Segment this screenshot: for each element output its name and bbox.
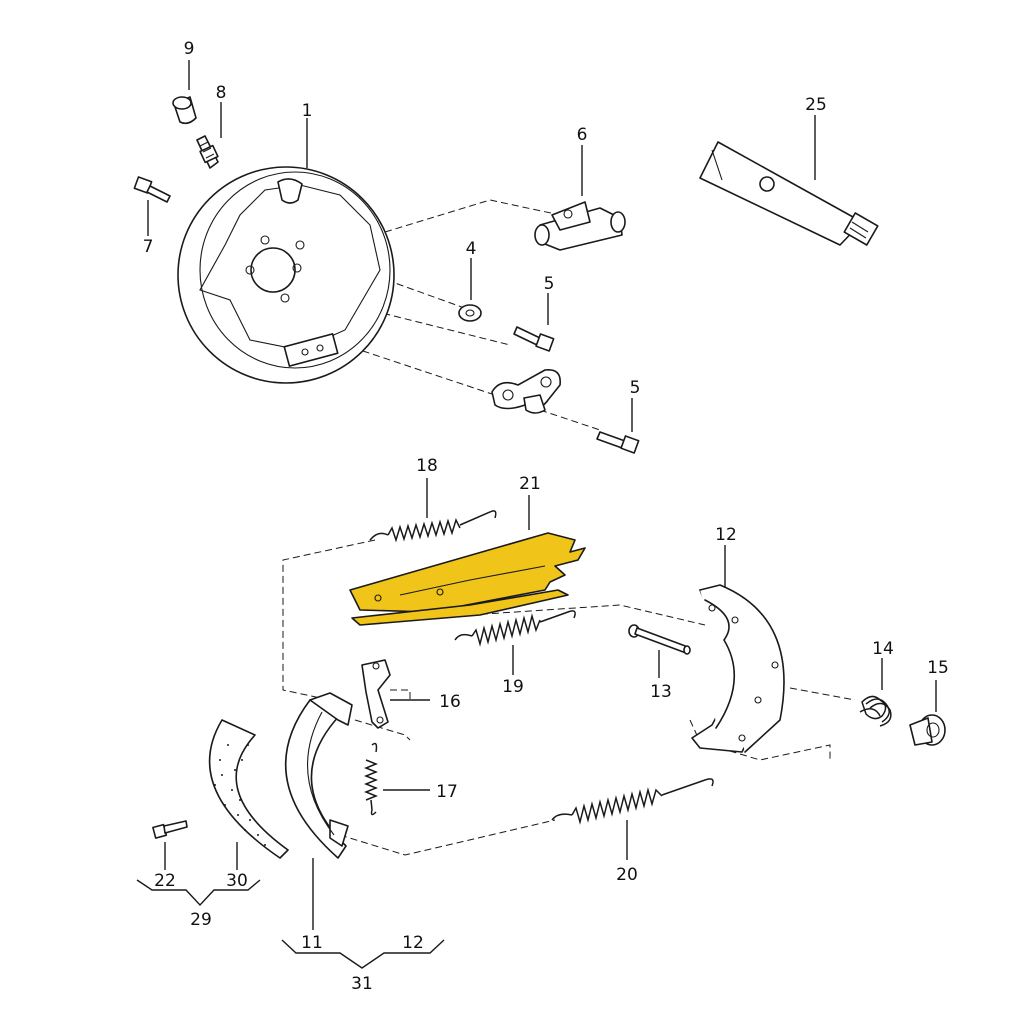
callout-29: 29 [190, 910, 212, 930]
callout-4: 4 [466, 239, 477, 259]
callout-14: 14 [872, 639, 894, 659]
callout-21: 21 [519, 474, 541, 494]
bleeder-cap [172, 96, 197, 125]
wheel-cylinder [534, 201, 626, 251]
parking-brake-lever [349, 532, 586, 626]
callout-12-bottom: 12 [402, 933, 424, 953]
callout-6: 6 [577, 125, 588, 145]
callout-17: 17 [436, 782, 458, 802]
spring-cap [909, 714, 946, 746]
bolt-5-lower [596, 431, 640, 454]
bolt-5-upper [513, 326, 555, 352]
callout-22: 22 [154, 871, 176, 891]
brake-shoe-12 [691, 584, 785, 753]
callout-labels: 1 4 5 5 6 7 8 9 11 12 12 13 14 15 16 17 … [143, 39, 949, 994]
callout-5-upper: 5 [544, 274, 555, 294]
bolt-7 [133, 176, 171, 203]
brake-lining [208, 719, 289, 859]
callout-1: 1 [302, 101, 313, 121]
callout-12-right: 12 [715, 525, 737, 545]
bleeder-screw [196, 135, 219, 169]
callout-16: 16 [439, 692, 461, 712]
return-spring-20 [551, 778, 714, 825]
callout-11: 11 [301, 933, 323, 953]
adjuster-lever [361, 659, 391, 729]
callout-30: 30 [226, 871, 248, 891]
callout-leaders [136, 60, 937, 969]
callout-15: 15 [927, 658, 949, 678]
hold-down-pin [628, 624, 691, 655]
spring-17 [363, 742, 379, 816]
callout-19: 19 [502, 677, 524, 697]
brake-shoe-11 [284, 692, 353, 859]
backing-plate [177, 166, 395, 384]
callout-25: 25 [805, 95, 827, 115]
return-spring-18 [369, 510, 497, 543]
callout-9: 9 [184, 39, 195, 59]
callout-20: 20 [616, 865, 638, 885]
retaining-plate [491, 368, 562, 414]
hold-down-spring [859, 695, 892, 727]
grease-tube [699, 141, 879, 246]
callout-18: 18 [416, 456, 438, 476]
washer [458, 304, 482, 322]
screw-22 [152, 820, 188, 839]
callout-13: 13 [650, 682, 672, 702]
spring-19 [454, 610, 576, 647]
callout-31: 31 [351, 974, 373, 994]
callout-8: 8 [216, 83, 227, 103]
callout-5-lower: 5 [630, 378, 641, 398]
callout-7: 7 [143, 237, 154, 257]
